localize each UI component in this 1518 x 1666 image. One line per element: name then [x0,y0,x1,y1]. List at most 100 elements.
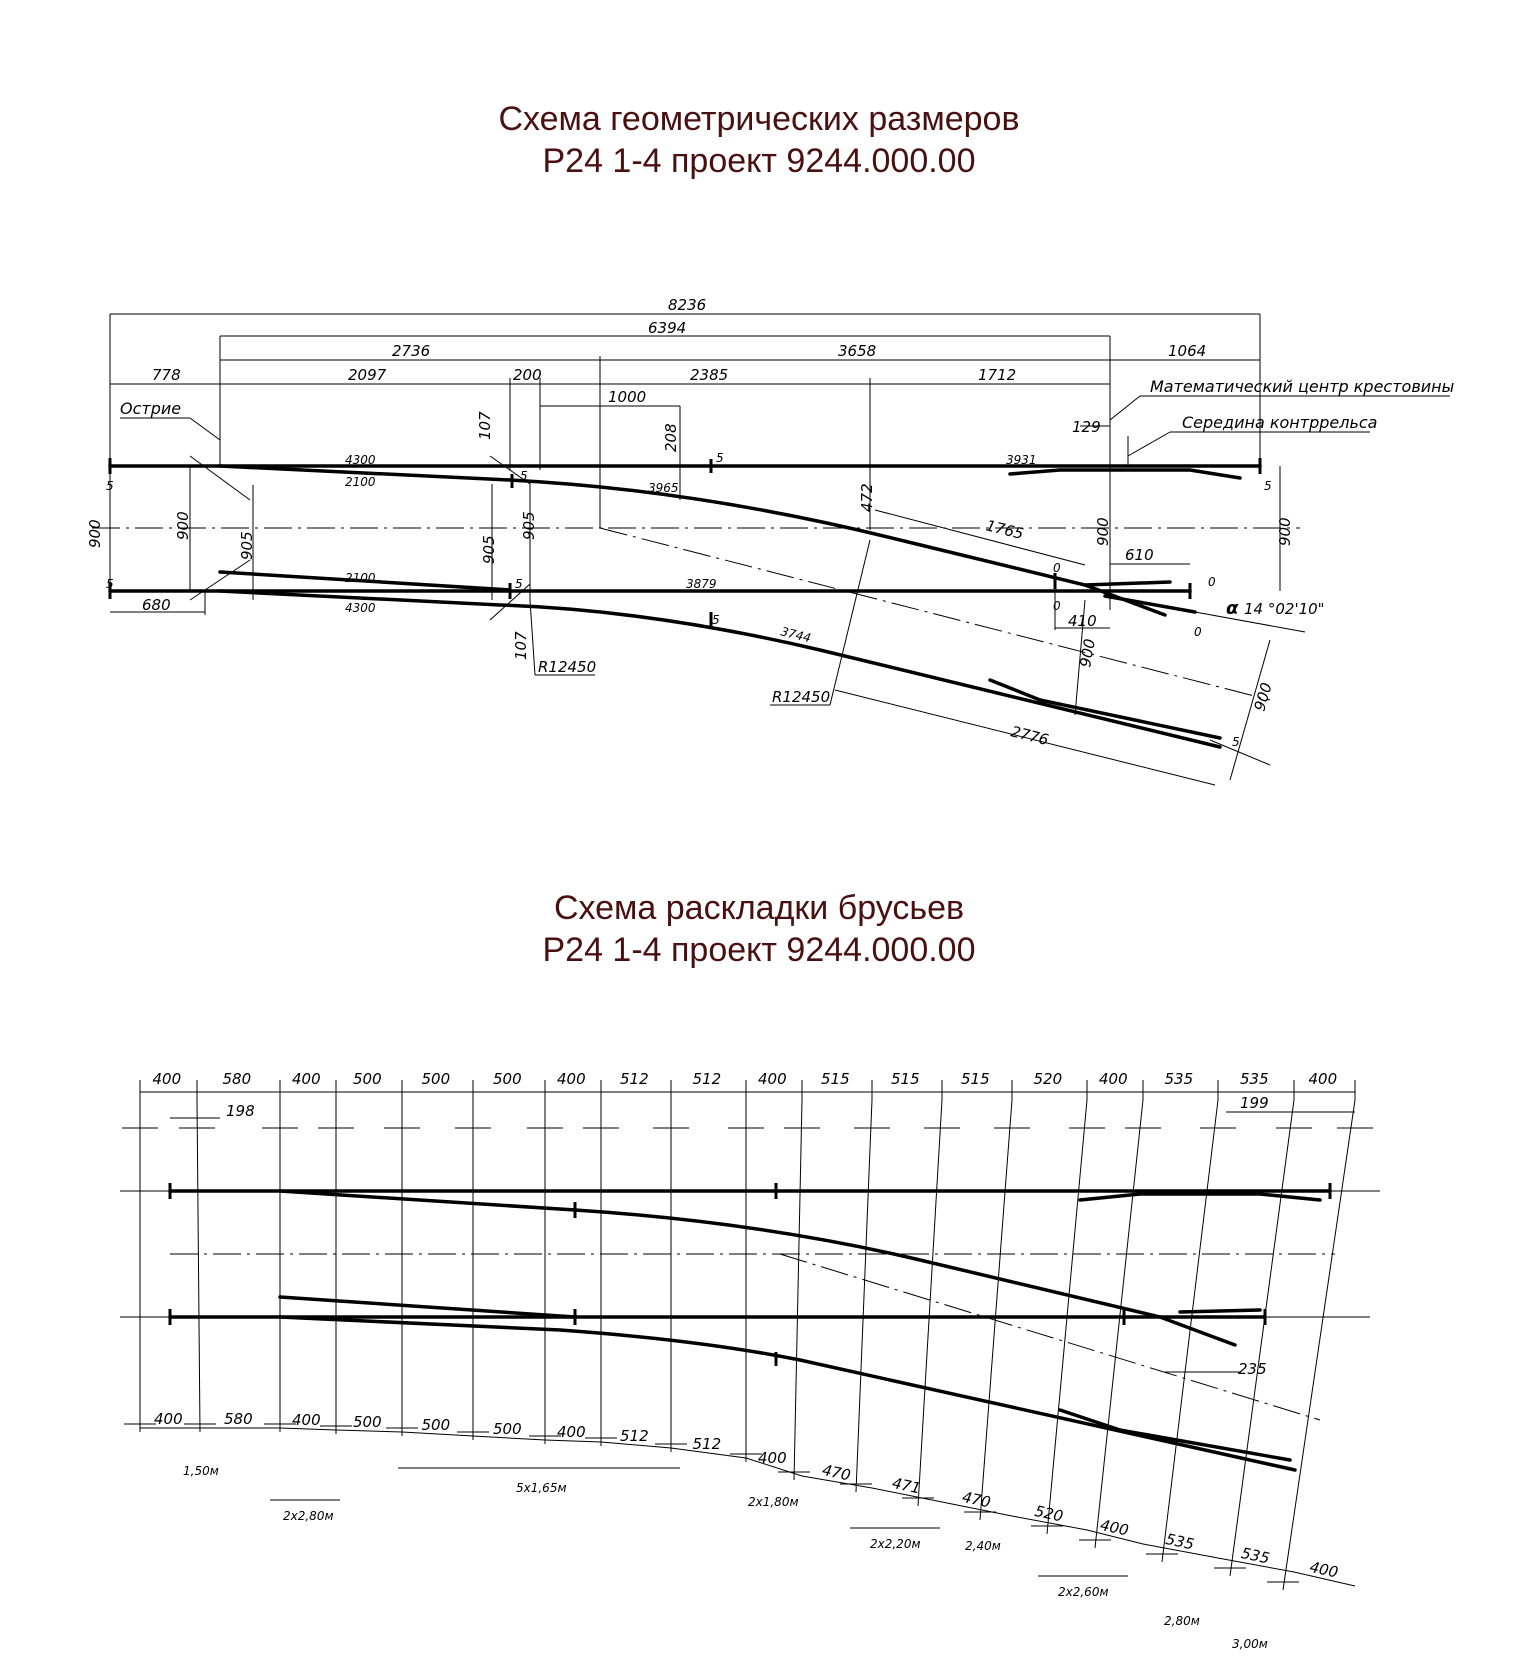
sleeper-line [793,1099,803,1481]
bottom-dim-segment [801,1475,873,1489]
top-spacing: 400 [758,1070,787,1088]
top-spacing: 500 [353,1070,382,1088]
dim-2100-top: 2100 [345,475,376,489]
dim-208: 208 [662,423,680,452]
dim-905-b: 905 [480,535,498,564]
crossing-angle: 14 °02'10" [1244,600,1325,618]
sleeper-title-line1: Схема раскладки брусьев [553,889,965,927]
bottom-dim-segment [871,1487,943,1503]
dim-900-left: 900 [86,519,104,548]
bottom-dim-segment [1011,1515,1088,1531]
bottom-spacing: 400 [1308,1558,1340,1582]
dim-3658: 3658 [838,342,876,360]
group-2x2-20: 2х2,20м [870,1537,921,1551]
dim-900-left2: 900 [174,511,192,540]
guard-rail-top [1008,468,1242,480]
bottom-dim-segment [335,1429,403,1433]
top-spacing: 535 [1165,1070,1194,1088]
bottom-spacing: 400 [1099,1516,1131,1540]
dim-2776: 2776 [1009,722,1050,749]
dim-4300-bottom: 4300 [345,601,376,615]
dim-1712: 1712 [978,366,1016,384]
bottom-dim-segment [1217,1557,1295,1573]
geometry-scheme: 8236 6394 2736 3658 1064 778 2097 200 23… [86,296,1454,786]
bottom-spacing: 535 [1164,1530,1196,1554]
dim-4300-top: 4300 [345,453,376,467]
dim-6394: 6394 [648,319,686,337]
gap-5-g: 5 [712,613,720,627]
bottom-dim-segment [544,1439,602,1443]
bottom-spacing: 400 [557,1423,586,1441]
top-spacing: 512 [620,1070,649,1088]
bottom-spacing: 512 [693,1435,722,1453]
top-spacing: 520 [1034,1070,1063,1088]
bottom-dim-segment [1086,1529,1144,1545]
dim-3965: 3965 [648,481,679,495]
bottom-dim-segment [401,1431,474,1437]
top-spacing: 512 [693,1070,722,1088]
sleeper-scheme: 400 580 400 500 500 500 400 512 512 400 515 515 515 5… [120,1070,1380,1651]
group-2-80: 2,80м [1164,1614,1200,1628]
group-2-40: 2,40м [965,1539,1001,1553]
dim-410: 410 [1068,612,1097,630]
top-ticks [139,1080,1356,1100]
sleeper-line [917,1099,943,1507]
frog-point [1103,594,1197,614]
geometry-title-line1: Схема геометрических размеров [498,100,1020,138]
dim-2100-bottom: 2100 [345,571,376,585]
sleeper-line [1161,1099,1219,1563]
bottom-dim-segment [472,1435,546,1441]
sleeper-title-line2: Р24 1-4 проект 9244.000.00 [542,931,976,969]
sleeper-scheme-title: Схема раскладки брусьев Р24 1-4 проект 9… [0,887,1518,971]
counter-rail-middle-label: Середина контррельса [1182,413,1377,432]
bottom-dim-segment [279,1427,337,1431]
group-1-50: 1,50м [183,1464,219,1478]
sleeper-line [1229,1099,1295,1577]
dim-1000: 1000 [608,388,646,406]
top-spacing: 400 [292,1070,321,1088]
dim-680: 680 [142,596,171,614]
dim-778: 778 [152,366,181,384]
bottom-spacing: 400 [758,1449,787,1467]
rail-joints [108,458,1262,626]
top-spacing: 400 [557,1070,586,1088]
bottom-spacing: 471 [891,1474,923,1498]
radius-label-2: R12450 [772,688,830,706]
dim-2097: 2097 [348,366,387,384]
bottom-spacing: 500 [493,1420,522,1438]
dim-200: 200 [513,366,542,384]
bottom-dim-segment [600,1441,672,1449]
point-label: Острие [120,399,181,418]
top-spacing: 500 [493,1070,522,1088]
top-spacing: 580 [223,1070,252,1088]
dim-2736: 2736 [392,342,430,360]
group-2x2-60: 2х2,60м [1058,1585,1109,1599]
gap-0-a: 0 [1053,561,1061,575]
curved-rail-2 [278,1189,1237,1347]
gap-5-a: 5 [106,479,114,493]
frog-wing [1083,580,1172,587]
point-rail-2 [278,1295,577,1319]
geometry-scheme-title: Схема геометрических размеров Р24 1-4 пр… [0,98,1518,182]
joints-2 [168,1183,1332,1366]
dim-129: 129 [1072,418,1101,436]
sleeper-line [979,1099,1013,1521]
guard-rail-bottom [988,678,1222,740]
bottom-spacing: 470 [821,1461,853,1485]
top-spacing: 515 [961,1070,990,1088]
bottom-spacing: 512 [620,1427,649,1445]
sleeper-line [1282,1099,1356,1591]
bottom-spacing: 400 [154,1410,183,1428]
dim-900-diag1: 900 [1076,637,1099,668]
guard-bottom-2 [1058,1408,1292,1462]
top-spacing: 400 [153,1070,182,1088]
dim-8236: 8236 [668,296,706,314]
top-spacing: 515 [821,1070,850,1088]
group-5x1-65: 5х1,65м [516,1481,567,1495]
gap-5-f: 5 [1264,479,1272,493]
top-spacing: 400 [1309,1070,1338,1088]
top-spacing: 515 [891,1070,920,1088]
dim-610: 610 [1125,546,1154,564]
